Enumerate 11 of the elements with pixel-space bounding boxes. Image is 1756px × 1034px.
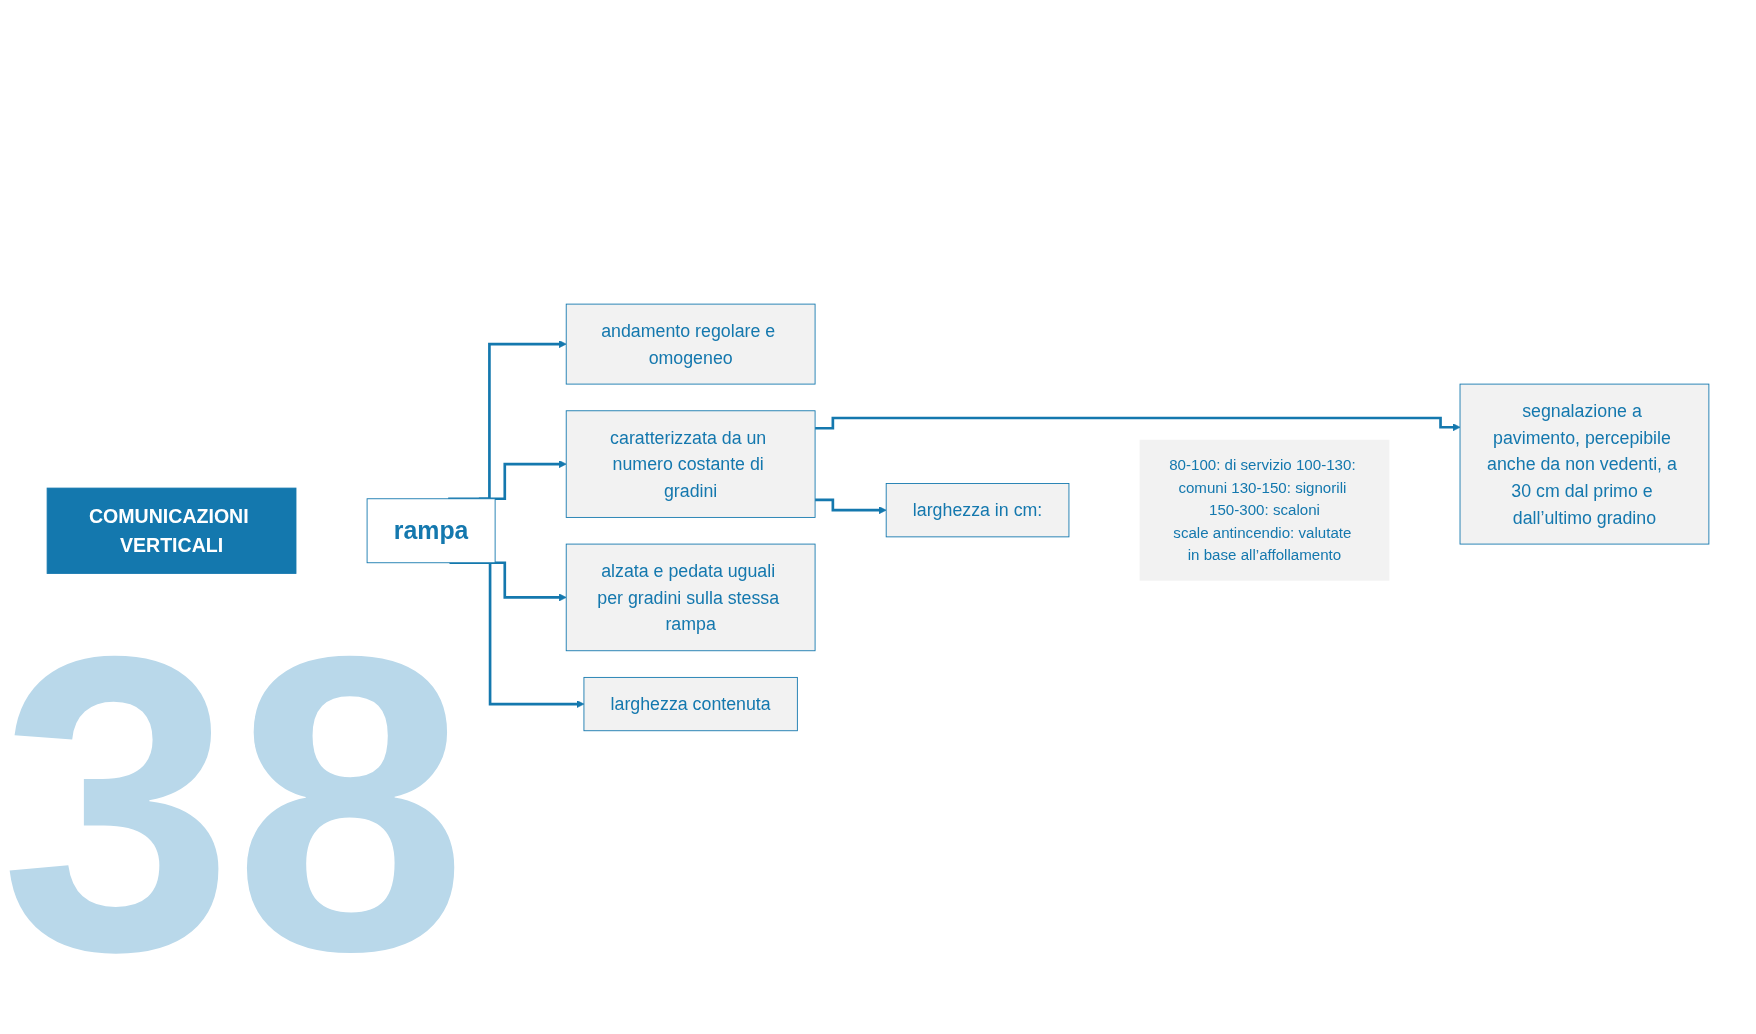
node-box: segnalazione a pavimento, percepibile anche da non vedenti, a 30 cm dal primo e dall’ultimo gradino (1459, 383, 1710, 545)
arrow (815, 498, 887, 514)
node-box: rampa (366, 497, 496, 563)
node-box: andamento regolare e omogeneo (565, 303, 816, 385)
node-box: caratterizzata da un numero costante di gradini (565, 409, 816, 518)
node-box: COMUNICAZIONI VERTICALI (46, 487, 297, 574)
node-box: larghezza in cm: (885, 482, 1070, 537)
arrow (815, 416, 1461, 431)
node-box: larghezza contenuta (583, 676, 798, 731)
page-number: 38 (0, 594, 468, 1014)
node-box: alzata e pedata uguali per gradini sulla stessa rampa (565, 543, 816, 651)
